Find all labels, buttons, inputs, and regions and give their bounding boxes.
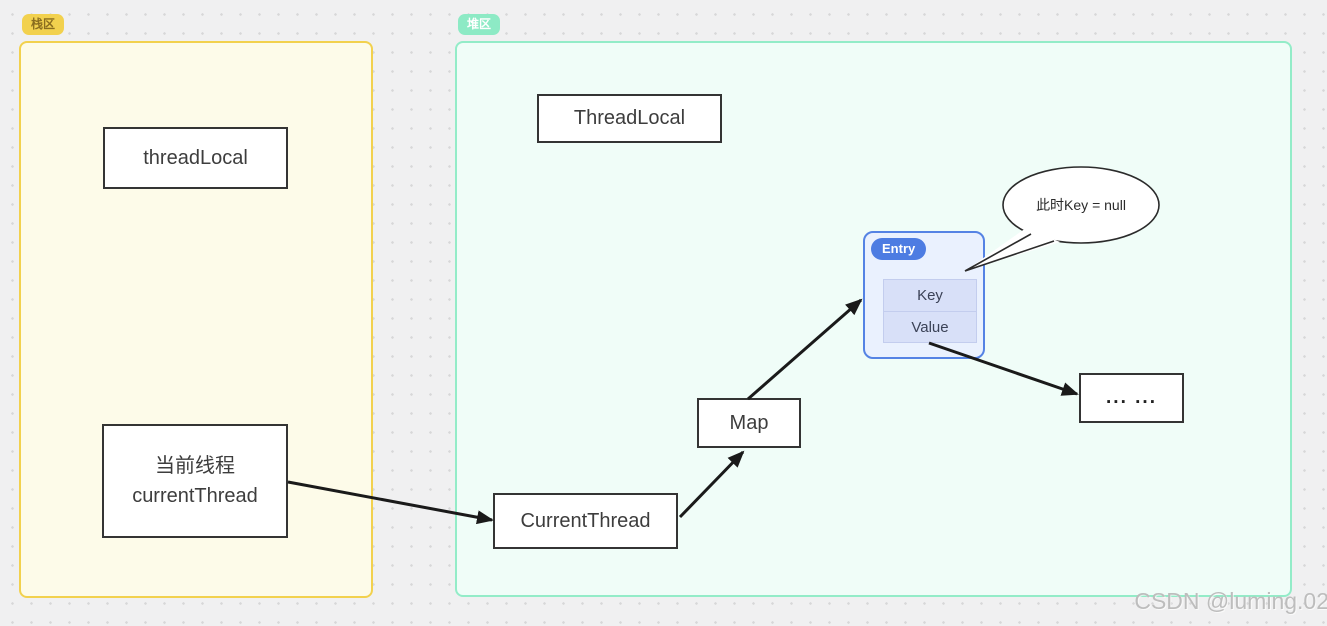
entry-row-value: Value — [884, 311, 976, 342]
entry-card-rows: Key Value — [883, 279, 977, 343]
node-threadlocal-reference-label: threadLocal — [143, 146, 248, 169]
node-currentthread-object-label: CurrentThread — [520, 509, 651, 532]
node-currentthread-reference-label-cn: 当前线程 — [155, 455, 235, 477]
node-ellipsis-object-label: ... ... — [1106, 387, 1157, 408]
entry-card: Entry Key Value — [863, 231, 985, 359]
callout-bubble-text: 此时Key = null — [1036, 197, 1126, 213]
node-threadlocal-object: ThreadLocal — [537, 94, 722, 143]
node-map-object: Map — [697, 398, 801, 448]
node-map-object-label: Map — [729, 411, 769, 434]
node-threadlocal-reference: threadLocal — [103, 127, 288, 189]
entry-row-key: Key — [884, 280, 976, 311]
node-currentthread-reference-label-en: currentThread — [132, 485, 258, 507]
entry-card-title-pill: Entry — [871, 238, 927, 260]
node-currentthread-reference: 当前线程 currentThread — [102, 424, 288, 538]
node-threadlocal-object-label: ThreadLocal — [573, 107, 686, 129]
node-currentthread-object: CurrentThread — [493, 493, 678, 549]
heap-region-badge: 堆区 — [458, 14, 501, 35]
stack-region-badge: 栈区 — [22, 14, 65, 35]
watermark-text: CSDN @luming.02 — [1134, 588, 1327, 614]
node-ellipsis-object: ... ... — [1079, 373, 1184, 423]
